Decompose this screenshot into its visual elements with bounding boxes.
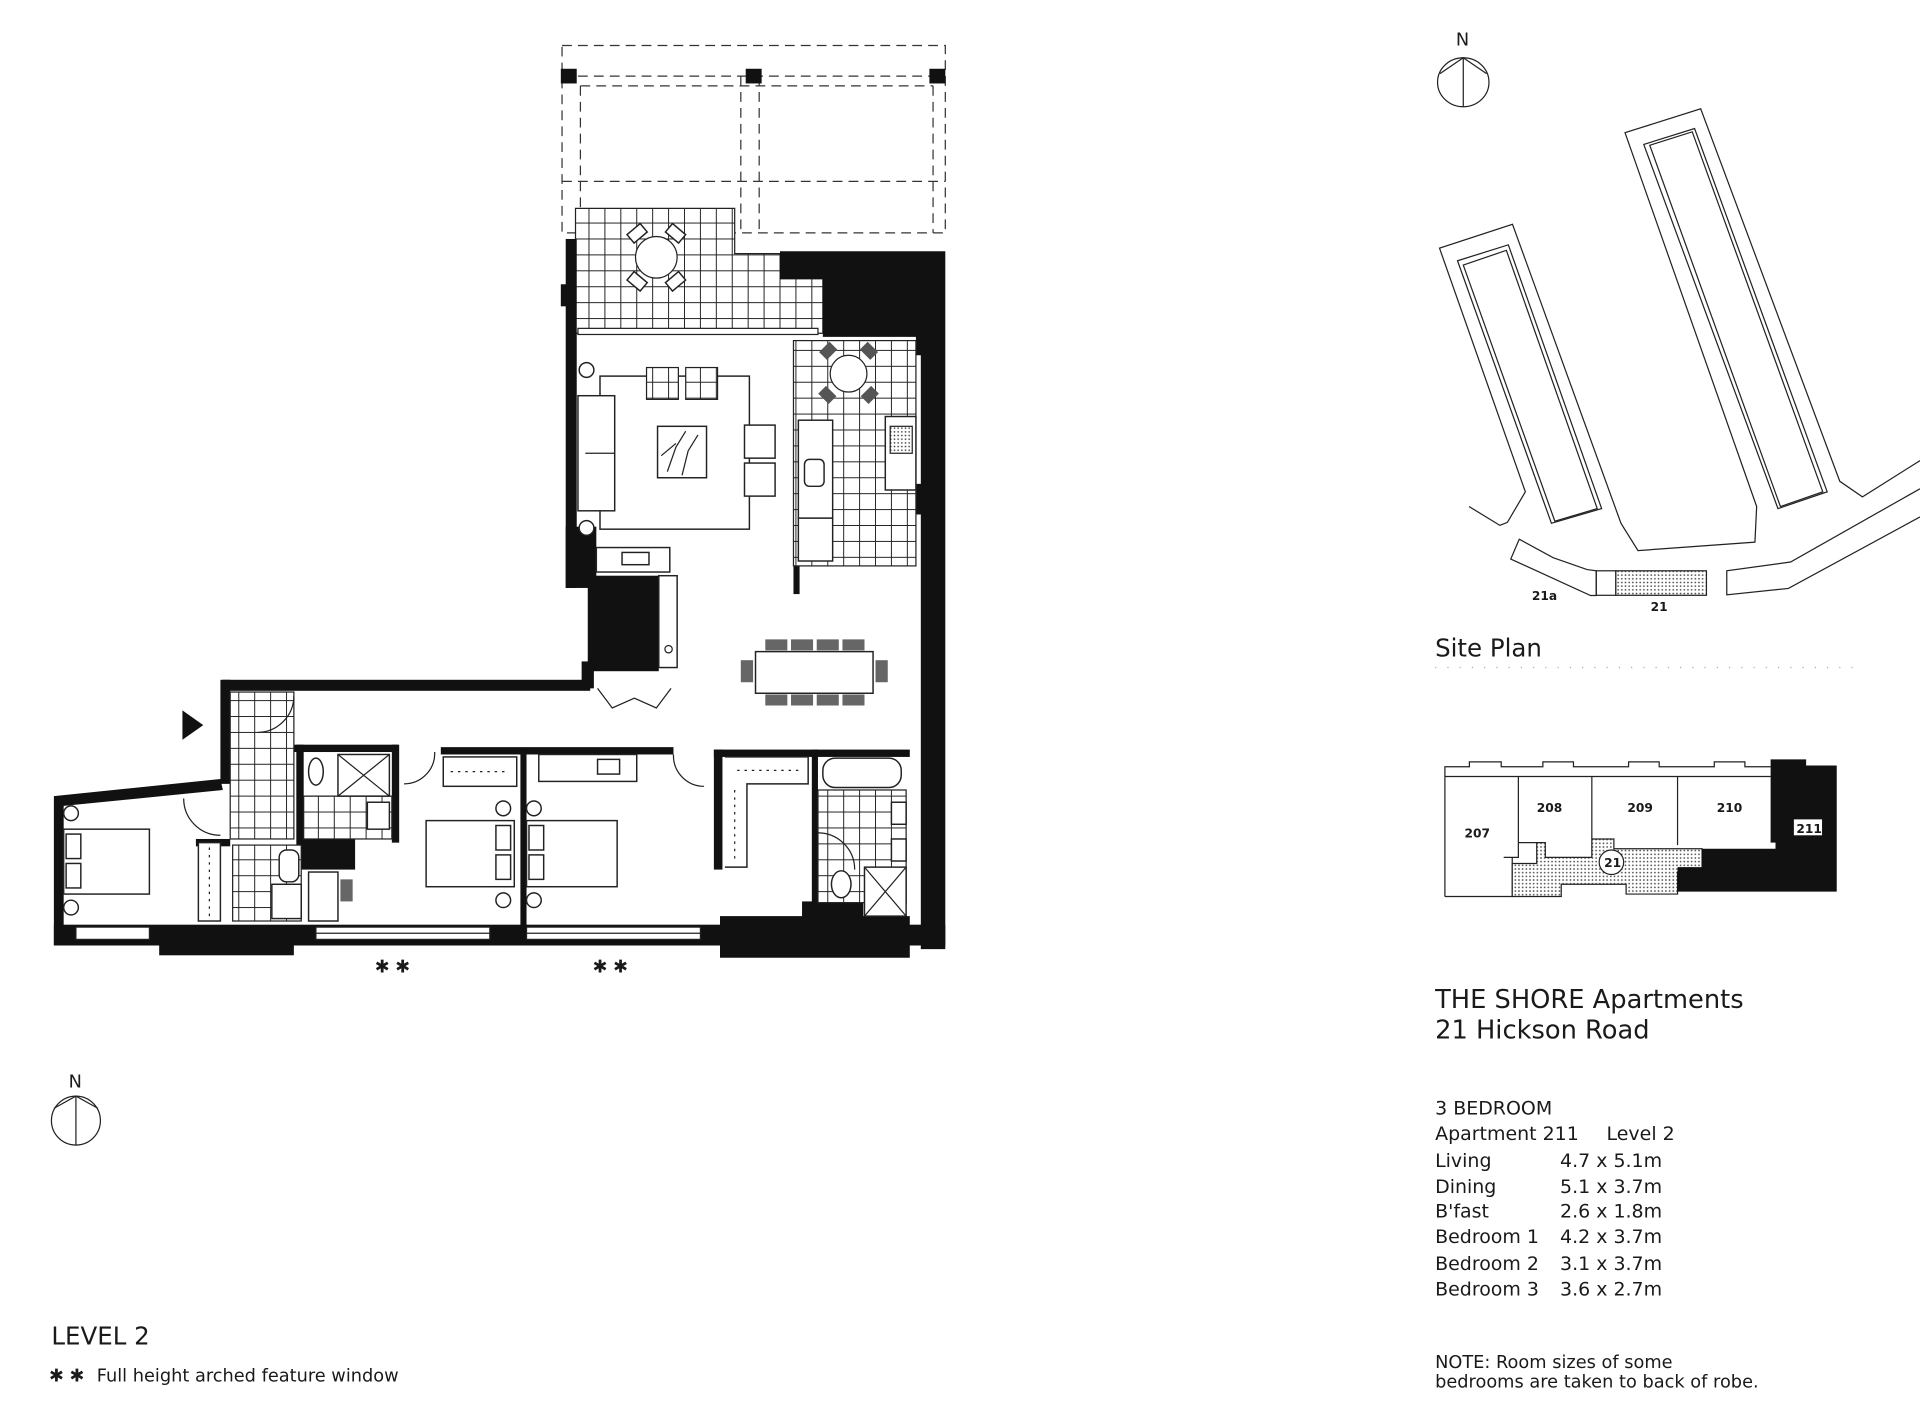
unit-211-highlight xyxy=(1677,759,1837,892)
room-sizes-list: Living 4.7 x 5.1m Dining 5.1 x 3.7m B'fa… xyxy=(1435,1150,1662,1301)
key-plan: 21 207 208 209 210 211 xyxy=(1444,759,1837,898)
unit-211: 211 xyxy=(1796,822,1822,836)
bedroom-1 xyxy=(525,753,809,909)
site-label-21: 21 xyxy=(1651,600,1668,614)
floor-plan: ✱ ✱ ✱ ✱ xyxy=(53,44,946,977)
room-name: B'fast xyxy=(1435,1200,1489,1222)
bedroom-3 xyxy=(62,805,353,922)
entry-arrow-icon xyxy=(182,710,204,740)
unit-208: 208 xyxy=(1537,801,1563,815)
bathroom-fixtures xyxy=(183,695,907,920)
site-plan: N 21a 21 Site Plan xyxy=(1435,31,1920,669)
note-line-2: bedrooms are taken to back of robe. xyxy=(1435,1373,1759,1393)
svg-text:N: N xyxy=(69,1073,82,1093)
apartment-level: Level 2 xyxy=(1607,1123,1675,1145)
legend-marker: ✱ ✱ xyxy=(49,1366,84,1386)
pergola-outline xyxy=(560,44,946,234)
room-name: Bedroom 2 xyxy=(1435,1253,1539,1275)
apartment-type: 3 BEDROOM xyxy=(1435,1097,1552,1119)
kitchen-furniture xyxy=(797,341,917,562)
site-label-21a: 21a xyxy=(1532,589,1557,603)
svg-text:N: N xyxy=(1456,31,1469,51)
building-name: THE SHORE Apartments xyxy=(1434,985,1744,1015)
core-label: 21 xyxy=(1604,856,1621,870)
living-furniture xyxy=(577,361,776,709)
unit-210: 210 xyxy=(1717,801,1743,815)
site-21-highlight xyxy=(1615,570,1708,596)
lamp-icon xyxy=(578,519,595,537)
room-size: 2.6 x 1.8m xyxy=(1560,1200,1662,1222)
balcony-table xyxy=(625,222,687,293)
bedroom-2 xyxy=(425,756,518,909)
unit-207: 207 xyxy=(1464,827,1490,841)
windows xyxy=(75,327,819,940)
feature-window-marker: ✱ ✱ xyxy=(375,957,410,977)
apartment-number: Apartment 211 xyxy=(1435,1123,1579,1145)
room-name: Bedroom 3 xyxy=(1435,1279,1539,1301)
room-size: 5.1 x 3.7m xyxy=(1560,1176,1662,1198)
legend-text: Full height arched feature window xyxy=(97,1366,399,1386)
unit-209: 209 xyxy=(1627,801,1653,815)
room-size: 3.6 x 2.7m xyxy=(1560,1279,1662,1301)
note-line-1: NOTE: Room sizes of some xyxy=(1435,1353,1673,1373)
room-size: 4.7 x 5.1m xyxy=(1560,1150,1662,1172)
lamp-icon xyxy=(578,361,595,379)
room-size: 3.1 x 3.7m xyxy=(1560,1253,1662,1275)
feature-window-marker: ✱ ✱ xyxy=(593,957,628,977)
room-name: Living xyxy=(1435,1150,1491,1172)
walls xyxy=(53,238,946,958)
entry-tiles xyxy=(229,691,295,840)
dining-table xyxy=(740,639,888,706)
room-name: Dining xyxy=(1435,1176,1496,1198)
apartment-info: THE SHORE Apartments 21 Hickson Road 3 B… xyxy=(1434,985,1759,1393)
level-label: LEVEL 2 xyxy=(51,1322,149,1351)
north-arrow-icon: N xyxy=(1436,31,1490,108)
building-address: 21 Hickson Road xyxy=(1435,1016,1649,1046)
room-name: Bedroom 1 xyxy=(1435,1226,1539,1248)
north-arrow-icon: N xyxy=(50,1073,102,1146)
site-plan-title: Site Plan xyxy=(1435,634,1542,663)
room-size: 4.2 x 3.7m xyxy=(1560,1226,1662,1248)
